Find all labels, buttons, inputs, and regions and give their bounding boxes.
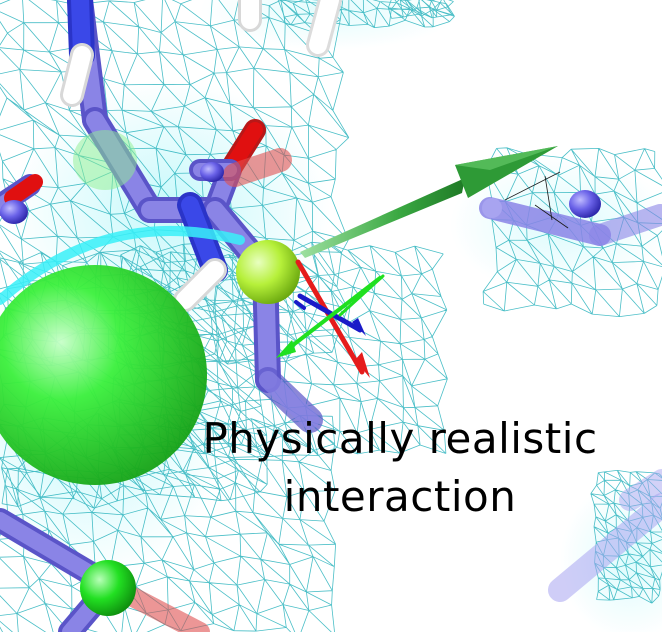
atoms <box>0 130 601 616</box>
right-molecule-lines <box>504 171 569 229</box>
ligand-sphere <box>0 265 207 485</box>
caption-line-2: interaction <box>283 472 517 521</box>
caption-label: Physically realistic interaction <box>150 410 650 526</box>
interaction-arrow <box>300 146 558 258</box>
highlight-path <box>0 225 245 305</box>
axis-gizmo <box>276 259 385 378</box>
caption-line-1: Physically realistic <box>202 414 598 463</box>
mesh-patch <box>387 0 454 19</box>
